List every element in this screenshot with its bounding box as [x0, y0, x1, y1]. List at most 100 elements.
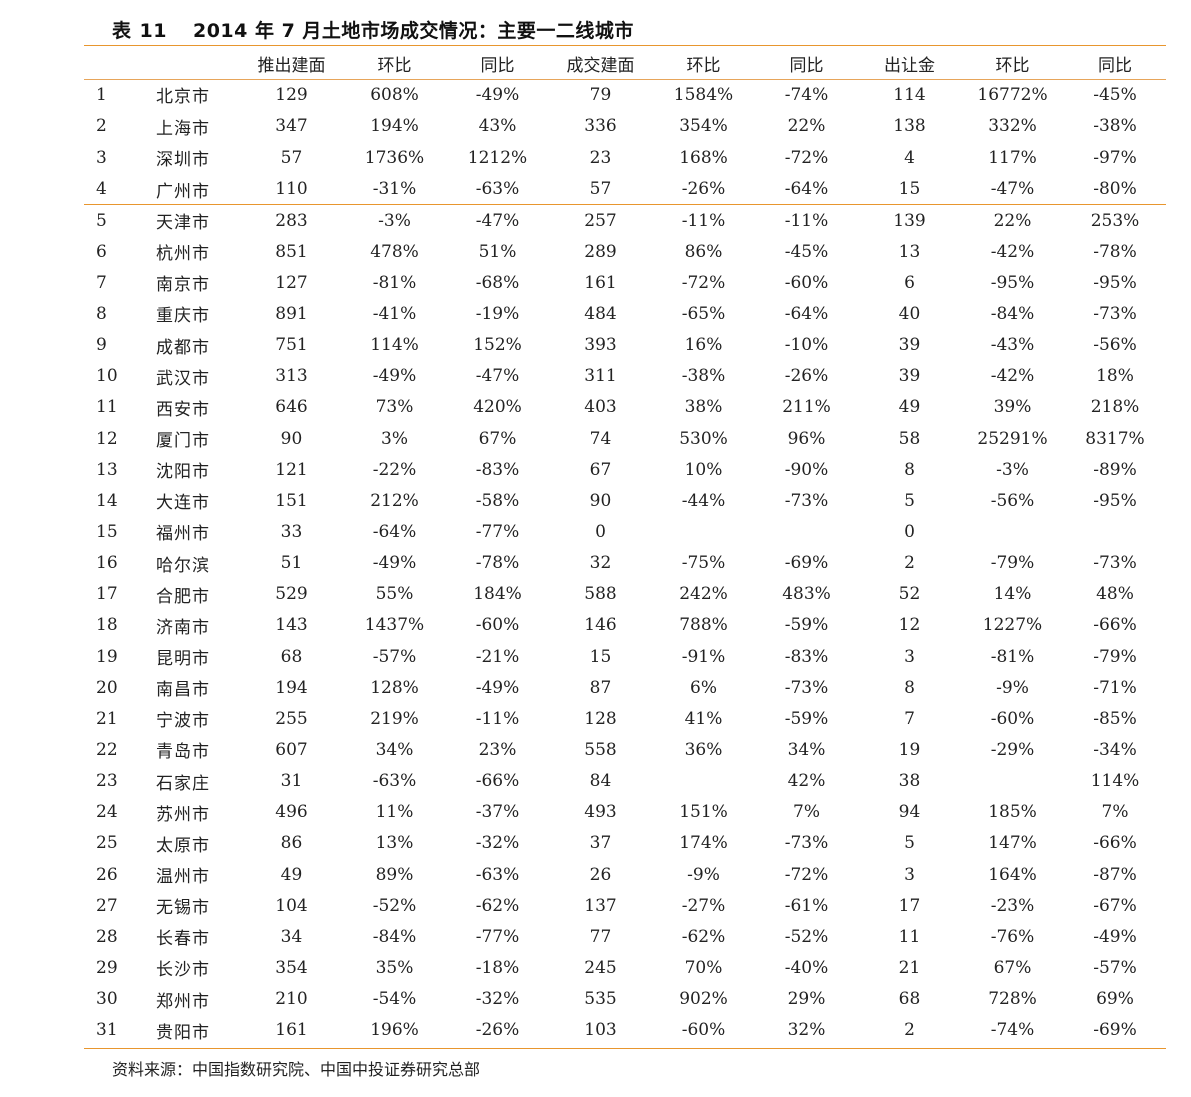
transacted-yoy-cell: -72% [784, 864, 829, 885]
launched-yoy-cell: -62% [475, 895, 520, 916]
land-premium-cell: 49 [898, 397, 921, 418]
transacted-area-cell: 146 [584, 615, 617, 636]
land-premium-cell: 2 [904, 553, 915, 574]
premium-yoy-cell: 218% [1090, 397, 1140, 418]
launched-area-cell: 49 [280, 864, 303, 885]
transacted-area-cell: 336 [584, 116, 617, 137]
launched-yoy-cell: 152% [473, 335, 522, 356]
launched-mom-header: 环比 [377, 55, 412, 76]
premium-yoy-cell: -97% [1093, 147, 1137, 168]
launched-area-cell: 194 [275, 677, 308, 698]
launched-area-cell: 210 [275, 989, 308, 1010]
transacted-yoy-cell: -74% [784, 84, 829, 105]
city-cell: 天津市 [156, 213, 210, 234]
transacted-yoy-cell: -60% [784, 272, 829, 293]
premium-yoy-cell: -57% [1093, 957, 1137, 978]
transacted-area-cell: 87 [589, 677, 612, 698]
premium-yoy-cell: -71% [1093, 677, 1137, 698]
launched-area-cell: 347 [275, 116, 308, 137]
transacted-mom-cell: -65% [681, 303, 726, 324]
launched-yoy-cell: -60% [475, 615, 520, 636]
transacted-yoy-cell: 96% [787, 428, 826, 449]
transacted-yoy-cell: 211% [782, 397, 831, 418]
launched-yoy-cell: -77% [475, 926, 520, 947]
header-row: 推出建面环比同比成交建面环比同比出让金环比同比 [84, 47, 1166, 79]
launched-area-cell: 86 [280, 833, 303, 854]
header-rule [84, 79, 1166, 80]
transacted-area-cell: 257 [584, 210, 617, 231]
transacted-yoy-cell: -72% [784, 147, 829, 168]
city-cell: 上海市 [156, 118, 210, 139]
transacted-mom-cell: 38% [684, 397, 723, 418]
rank-cell: 17 [96, 584, 118, 605]
launched-area-cell: 121 [275, 459, 308, 480]
launched-area-cell: 751 [275, 335, 308, 356]
transacted-area-cell: 137 [584, 895, 617, 916]
table-title-number: 11 [139, 20, 167, 42]
land-premium-cell: 0 [904, 521, 915, 542]
launched-yoy-cell: -83% [475, 459, 520, 480]
transacted-mom-cell: -60% [681, 1020, 726, 1041]
rank-cell: 3 [96, 147, 107, 168]
land-premium-cell: 114 [893, 84, 926, 105]
premium-mom-cell: -56% [990, 490, 1035, 511]
launched-yoy-cell: -32% [475, 833, 520, 854]
land-premium-header: 出让金 [884, 55, 935, 76]
transacted-yoy-cell: -59% [784, 615, 829, 636]
transacted-area-cell: 84 [589, 771, 612, 792]
transacted-area-cell: 74 [589, 428, 612, 449]
city-cell: 昆明市 [156, 649, 210, 670]
rank-cell: 25 [96, 833, 118, 854]
transacted-mom-cell: -44% [681, 490, 726, 511]
premium-mom-cell: -43% [990, 335, 1035, 356]
rank-cell: 28 [96, 926, 118, 947]
transacted-yoy-cell: -26% [784, 366, 829, 387]
rank-cell: 15 [96, 521, 118, 542]
launched-mom-cell: 73% [375, 397, 414, 418]
launched-mom-cell: -31% [372, 179, 417, 200]
transacted-yoy-cell: -83% [784, 646, 829, 667]
rank-cell: 27 [96, 895, 118, 916]
transacted-area-cell: 67 [589, 459, 612, 480]
city-cell: 合肥市 [156, 586, 210, 607]
launched-yoy-cell: -32% [475, 989, 520, 1010]
launched-area-cell: 851 [275, 241, 308, 262]
launched-mom-cell: -3% [378, 210, 411, 231]
city-cell: 大连市 [156, 493, 210, 514]
launched-mom-cell: -22% [372, 459, 417, 480]
transacted-mom-cell: -91% [681, 646, 726, 667]
launched-yoy-cell: 51% [478, 241, 517, 262]
transacted-mom-cell: 242% [679, 584, 728, 605]
land-premium-cell: 7 [904, 708, 915, 729]
premium-yoy-cell: -73% [1093, 303, 1137, 324]
premium-yoy-cell: -85% [1093, 708, 1137, 729]
transacted-mom-cell: 151% [679, 802, 728, 823]
city-cell: 石家庄 [156, 773, 210, 794]
city-cell: 深圳市 [156, 150, 210, 171]
rank-cell: 1 [96, 84, 107, 105]
transacted-mom-cell: 6% [690, 677, 717, 698]
launched-mom-cell: 196% [370, 1020, 419, 1041]
launched-yoy-cell: -26% [475, 1020, 520, 1041]
transacted-yoy-cell [755, 516, 858, 547]
land-premium-cell: 3 [904, 864, 915, 885]
transacted-yoy-cell: -69% [784, 553, 829, 574]
launched-mom-cell: 128% [370, 677, 419, 698]
rank-cell: 23 [96, 771, 118, 792]
launched-yoy-cell: 43% [478, 116, 517, 137]
transacted-area-cell: 535 [584, 989, 617, 1010]
city-header [142, 47, 240, 79]
launched-yoy-cell: 1212% [467, 147, 528, 168]
launched-yoy-cell: -49% [475, 84, 520, 105]
rank-cell: 31 [96, 1020, 118, 1041]
transacted-area-cell: 32 [589, 553, 612, 574]
transacted-mom-cell: 16% [684, 335, 723, 356]
